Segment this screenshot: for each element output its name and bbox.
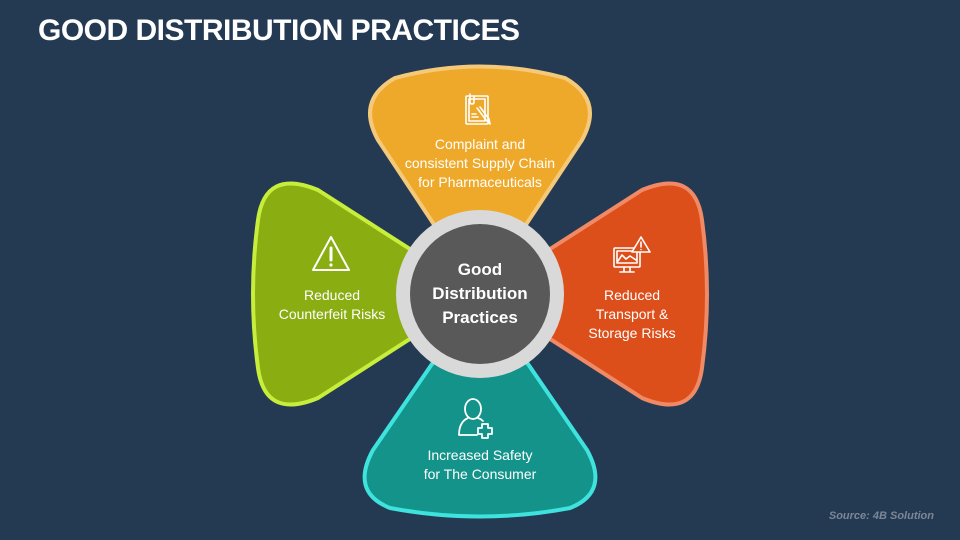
page-title: GOOD DISTRIBUTION PRACTICES: [38, 14, 520, 47]
user-plus-icon: [458, 398, 493, 439]
petal-left-label: Reduced Counterfeit Risks: [278, 287, 386, 322]
monitor-warning-icon: [613, 236, 651, 273]
center-label: Good Distribution Practices: [432, 260, 528, 327]
petal-top: [368, 64, 592, 296]
petal-top-label: Complaint and consistent Supply Chain fo…: [404, 136, 556, 190]
petal-left: [251, 181, 482, 407]
source-credit: Source: 4B Solution: [828, 510, 934, 522]
clipboard-pen-icon: [465, 93, 491, 125]
center-circle: [410, 224, 550, 364]
petal-right: [478, 181, 709, 407]
petal-right-label: Reduced Transport & Storage Risks: [588, 287, 676, 341]
warning-icon: [312, 236, 350, 271]
petal-bottom-label: Increased Safety for The Consumer: [423, 447, 537, 482]
